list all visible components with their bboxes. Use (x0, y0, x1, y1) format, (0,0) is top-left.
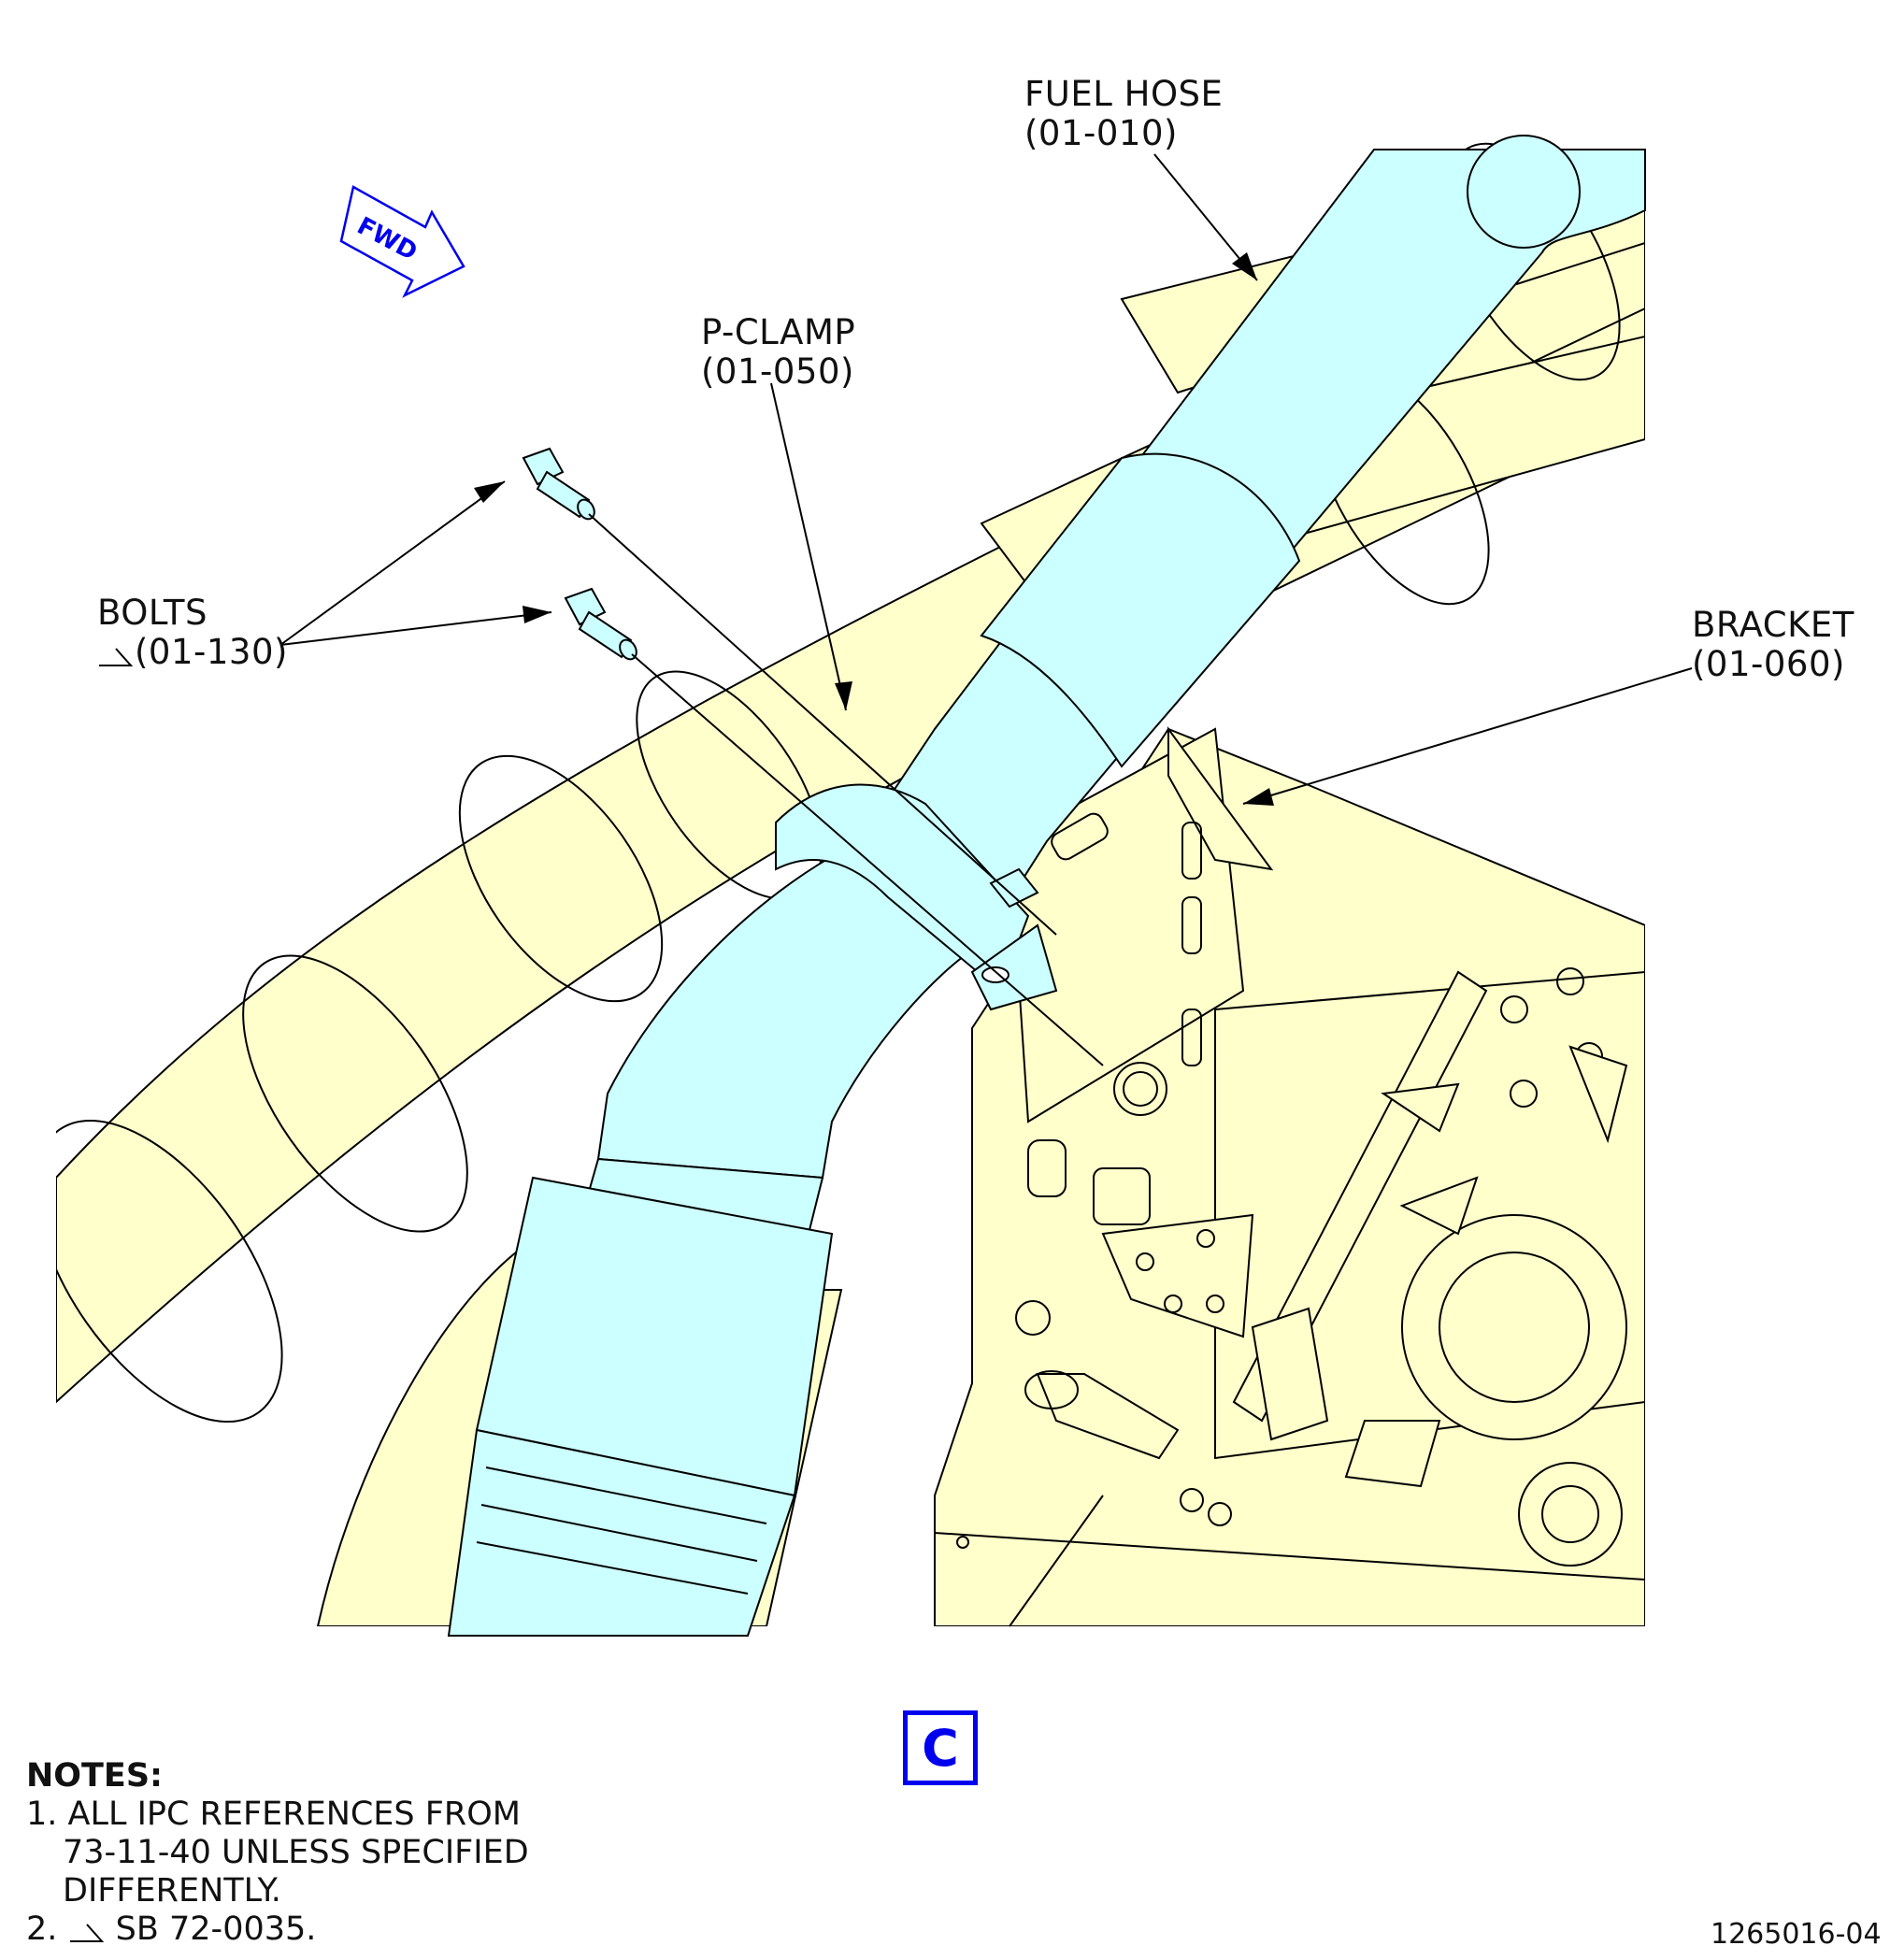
bolts-name: BOLTS (97, 593, 208, 633)
arrowhead (835, 681, 852, 710)
note-2: 2. SB 72-0035. (26, 1910, 529, 1949)
arrowhead (523, 606, 551, 623)
fuel-hose (447, 135, 1646, 1637)
effectivity-triangle-icon (99, 648, 133, 666)
fuel-hose-name: FUEL HOSE (1024, 74, 1224, 114)
fwd-arrow-icon: FWD (339, 185, 465, 298)
view-label: C (922, 1718, 959, 1778)
figure-number: 1265016-04 (1711, 1918, 1882, 1951)
bracket-leader (1242, 667, 1693, 805)
arrowheads (474, 252, 1274, 806)
p-clamp-name: P-CLAMP (701, 312, 856, 352)
bracket-name: BRACKET (1692, 605, 1854, 645)
bolts-ref: (01-130) (135, 632, 288, 672)
fuel-hose-ref: (01-010) (1024, 113, 1178, 153)
notes-heading: NOTES: (26, 1757, 164, 1795)
bolts-callout: BOLTS (01-130) (97, 594, 288, 672)
effectivity-triangle-icon (69, 1924, 104, 1942)
bolt-leader-upper (279, 480, 506, 646)
p-clamp-leader (770, 382, 847, 711)
bracket-callout: BRACKET (01-060) (1692, 606, 1854, 684)
bracket-ref: (01-060) (1692, 644, 1845, 684)
arrowhead (1232, 252, 1257, 280)
note-2-text: SB 72-0035. (105, 1910, 317, 1948)
bolt-leader-lower (279, 611, 552, 646)
p-clamp-callout: P-CLAMP (01-050) (701, 313, 855, 392)
p-clamp-ref: (01-050) (701, 351, 854, 392)
fuel-hose-callout: FUEL HOSE (01-010) (1024, 75, 1223, 153)
note-2-number: 2. (26, 1910, 58, 1948)
arrowhead (474, 481, 505, 503)
view-label-box: C (903, 1710, 978, 1785)
notes-block: NOTES: 1. ALL IPC REFERENCES FROM 73-11-… (26, 1757, 529, 1949)
note-1-line-3: DIFFERENTLY. (63, 1872, 281, 1910)
arrowhead (1243, 788, 1274, 806)
bolt-centerlines (588, 513, 1104, 1066)
bracket-details (934, 725, 1646, 1627)
note-1-line-1: 1. ALL IPC REFERENCES FROM (26, 1795, 521, 1833)
bolts (522, 447, 637, 661)
note-1-line-2: 73-11-40 UNLESS SPECIFIED (63, 1834, 529, 1871)
